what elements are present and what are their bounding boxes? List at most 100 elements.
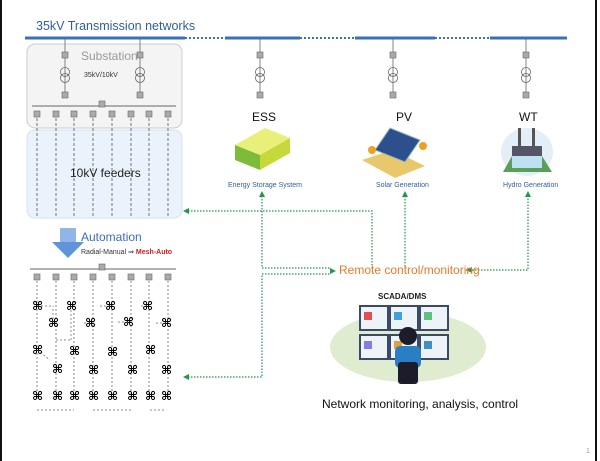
breaker-icon <box>145 273 153 281</box>
switch-icon: ⌘ <box>105 299 116 313</box>
ess-caption: Energy Storage System <box>228 182 302 189</box>
arrow-head <box>525 191 531 197</box>
chart-widget <box>394 312 402 320</box>
substation-label: Substation <box>81 49 138 63</box>
transformer-icon <box>388 73 398 83</box>
breaker-icon <box>256 51 264 59</box>
arrow-head <box>259 191 265 197</box>
breaker-icon <box>145 110 153 118</box>
transformer-icon <box>255 73 265 83</box>
page-title: 35kV Transmission networks <box>36 19 196 33</box>
breaker-icon <box>256 91 264 99</box>
breaker-icon <box>127 273 135 281</box>
breaker-icon <box>52 110 60 118</box>
solar-panel-icon <box>362 127 427 178</box>
breaker-icon <box>61 91 69 99</box>
switch-icon: ⌘ <box>88 363 99 377</box>
battery-storage-icon <box>235 128 290 170</box>
transition-arrow: ⇒ <box>128 249 134 256</box>
switch-icon: ⌘ <box>123 315 134 329</box>
chart-widget <box>364 341 372 349</box>
monitor-screen <box>419 334 449 360</box>
arrow-head <box>183 208 189 214</box>
feeders-box <box>26 129 183 219</box>
switch-icon: ⌘ <box>69 344 80 358</box>
breaker-icon <box>136 91 144 99</box>
pv-tag: PV <box>396 110 413 124</box>
switch-icon: ⌘ <box>145 343 156 357</box>
scada-label: SCADA/DMS <box>378 292 427 301</box>
switch-icon: ⌘ <box>88 389 99 403</box>
breaker-icon <box>108 110 116 118</box>
transformer-icon <box>135 73 145 83</box>
breaker-icon <box>522 91 530 99</box>
switch-icon: ⌘ <box>127 389 138 403</box>
breaker-icon <box>89 110 97 118</box>
chart-widget <box>424 341 432 349</box>
breaker-icon <box>98 263 106 271</box>
arrow-head <box>330 268 336 274</box>
breaker-icon <box>522 51 530 59</box>
page-number: 1 <box>586 448 590 455</box>
switch-icon: ⌘ <box>145 389 156 403</box>
transformer-icon <box>255 67 265 77</box>
breaker-icon <box>52 273 60 281</box>
switch-icon: ⌘ <box>127 363 138 377</box>
breaker-icon <box>33 110 41 118</box>
transformer-icon <box>135 67 145 77</box>
transformer-icon <box>60 73 70 83</box>
from-mode: Radial-Manual <box>81 249 127 256</box>
to-mode: Mesh-Auto <box>135 249 173 256</box>
transformer-ratio: 35kV/10kV <box>84 72 118 79</box>
switch-icon: ⌘ <box>52 389 63 403</box>
breaker-icon <box>89 273 97 281</box>
switch-icon: ⌘ <box>66 299 77 313</box>
switch-icon: ⌘ <box>32 389 43 403</box>
switch-icon: ⌘ <box>69 389 80 403</box>
breaker-icon <box>70 110 78 118</box>
chart-widget <box>394 341 402 349</box>
automation-transition: Radial-Manual ⇒ Mesh-Auto <box>81 248 172 256</box>
arrow-head <box>466 267 472 273</box>
breaker-icon <box>98 100 106 108</box>
breaker-icon <box>164 273 172 281</box>
scada-caption: Network monitoring, analysis, control <box>322 397 519 411</box>
switch-icon: ⌘ <box>85 316 96 330</box>
breaker-icon <box>33 273 41 281</box>
breaker-icon <box>61 51 69 59</box>
breaker-icon <box>70 273 78 281</box>
arrow-head <box>402 191 408 197</box>
substation-box <box>26 43 183 129</box>
wt-caption: Hydro Generation <box>503 182 559 189</box>
switch-icon: ⌘ <box>142 299 153 313</box>
wt-tag: WT <box>519 110 538 124</box>
switch-icon: ⌘ <box>107 345 118 359</box>
switch-icon: ⌘ <box>161 316 172 330</box>
scada-operator-icon <box>330 305 486 384</box>
breaker-icon <box>389 91 397 99</box>
pv-caption: Solar Generation <box>376 182 429 189</box>
breaker-icon <box>164 110 172 118</box>
transformer-icon <box>521 67 531 77</box>
automation-arrow-icon <box>52 228 84 258</box>
control-links <box>185 193 529 378</box>
breaker-icon <box>108 273 116 281</box>
arrow-head <box>183 374 189 380</box>
breaker-icon <box>136 51 144 59</box>
switch-icon: ⌘ <box>161 389 172 403</box>
transformer-icon <box>521 73 531 83</box>
automation-label: Automation <box>81 230 142 244</box>
hydro-plant-icon <box>501 128 553 176</box>
mesh-network: ⌘⌘⌘⌘⌘⌘⌘⌘⌘⌘⌘⌘⌘⌘⌘⌘⌘⌘⌘⌘⌘⌘⌘⌘ <box>30 263 176 411</box>
switch-icon: ⌘ <box>48 316 59 330</box>
chart-widget <box>364 312 372 320</box>
switch-icon: ⌘ <box>107 389 118 403</box>
feeders-label: 10kV feeders <box>70 166 141 180</box>
ess-tag: ESS <box>252 110 277 124</box>
transformer-icon <box>60 67 70 77</box>
tie-line <box>36 349 51 361</box>
breaker-icon <box>389 51 397 59</box>
switch-icon: ⌘ <box>161 363 172 377</box>
